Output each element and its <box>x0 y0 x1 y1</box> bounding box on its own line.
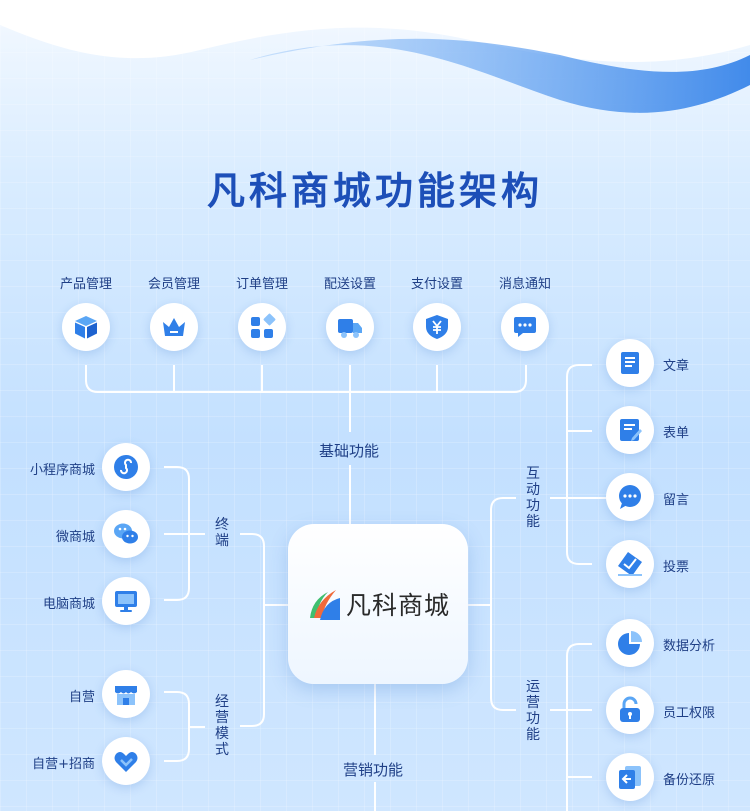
chat-bubble-icon[interactable] <box>501 303 549 351</box>
page-title: 凡科商城功能架构 <box>206 169 543 213</box>
business-item-label: 自营+招商 <box>32 757 95 772</box>
interactive-item-label: 留言 <box>663 493 690 508</box>
handshake-icon[interactable] <box>102 737 150 785</box>
business-item-label: 自营 <box>68 690 95 705</box>
vote-icon[interactable] <box>606 540 654 588</box>
basic-item-label: 产品管理 <box>59 277 112 292</box>
truck-icon[interactable] <box>326 303 374 351</box>
brand-logo-icon <box>309 590 340 620</box>
section-marketing: 营销功能 <box>343 761 404 779</box>
interactive-item-label: 投票 <box>663 560 690 575</box>
section-basic: 基础功能 <box>319 442 380 460</box>
crown-icon[interactable] <box>150 303 198 351</box>
section-terminal: 终端 <box>215 517 229 549</box>
brand-name: 凡科商城 <box>345 591 450 620</box>
terminal-item-label: 小程序商城 <box>29 463 95 478</box>
monitor-icon[interactable] <box>102 577 150 625</box>
grid-icon[interactable] <box>238 303 286 351</box>
operation-item-label: 员工权限 <box>663 706 716 721</box>
section-business-mode: 经营模式 <box>215 694 229 758</box>
basic-item-label: 消息通知 <box>498 277 551 292</box>
yuan-shield-icon[interactable] <box>413 303 461 351</box>
article-icon[interactable] <box>606 339 654 387</box>
basic-item-label: 会员管理 <box>147 277 200 292</box>
backup-icon[interactable] <box>606 753 654 801</box>
miniprogram-icon[interactable] <box>102 443 150 491</box>
form-icon[interactable] <box>606 406 654 454</box>
operation-item-label: 备份还原 <box>663 773 716 788</box>
message-icon[interactable] <box>606 473 654 521</box>
header-waves <box>0 0 750 113</box>
box-icon[interactable] <box>62 303 110 351</box>
pie-chart-icon[interactable] <box>606 619 654 667</box>
basic-item-label: 支付设置 <box>410 277 463 292</box>
terminal-item-label: 电脑商城 <box>42 597 95 612</box>
lock-icon[interactable] <box>606 686 654 734</box>
section-operation: 运营功能 <box>526 679 540 743</box>
interactive-item-label: 文章 <box>663 359 690 374</box>
center-brand-card: 凡科商城 <box>288 524 468 684</box>
basic-item-label: 订单管理 <box>235 277 288 292</box>
wechat-icon[interactable] <box>102 510 150 558</box>
operation-item-label: 数据分析 <box>663 639 716 654</box>
section-interactive: 互动功能 <box>526 466 540 530</box>
basic-item-label: 配送设置 <box>323 277 376 292</box>
terminal-item-label: 微商城 <box>55 530 95 545</box>
interactive-item-label: 表单 <box>663 426 690 441</box>
store-icon[interactable] <box>102 670 150 718</box>
